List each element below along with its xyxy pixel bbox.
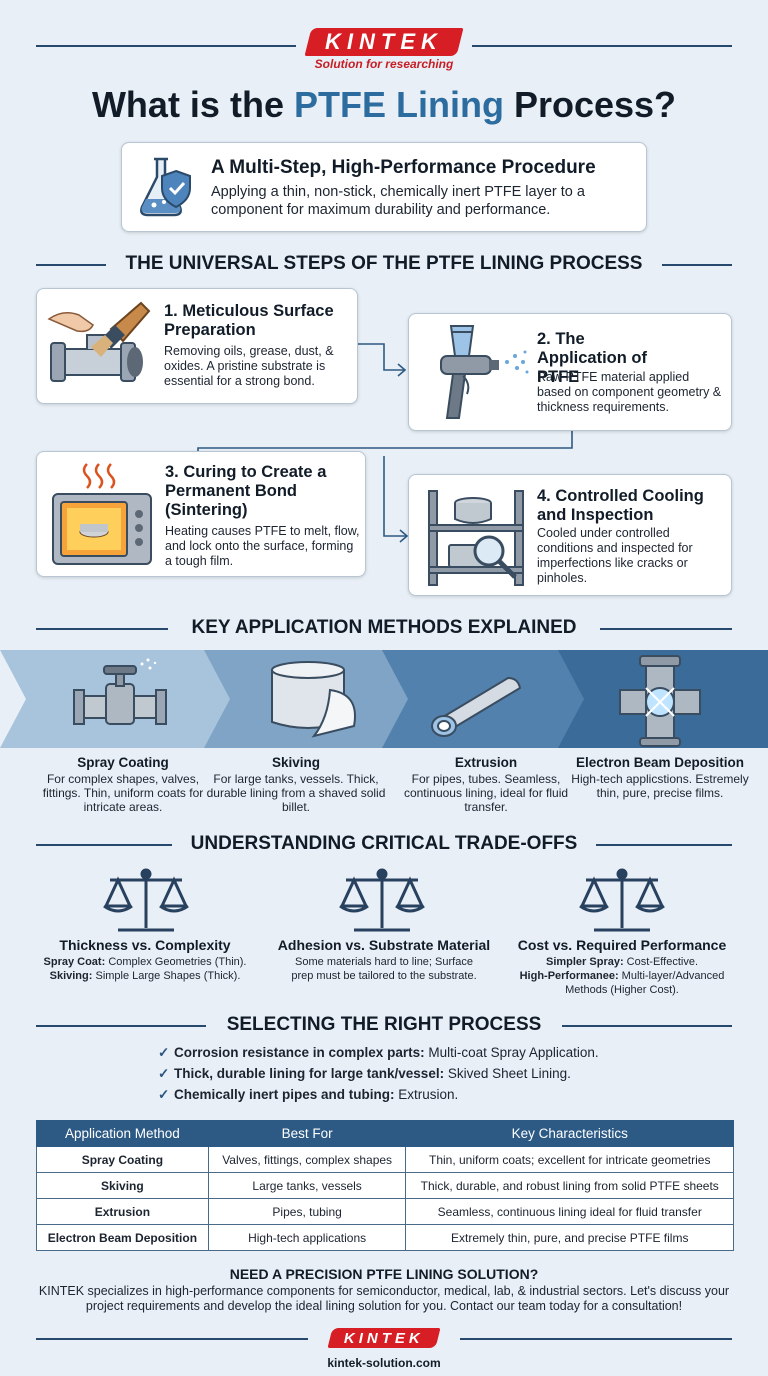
balance-scale-icon-1	[103, 868, 189, 932]
comparison-table: Application Method Best For Key Characte…	[36, 1120, 734, 1251]
selecting-rule-left	[36, 1025, 206, 1027]
check-icon: ✓	[158, 1045, 170, 1060]
tradeoff-cost: Cost vs. Required Performance Simpler Sp…	[494, 937, 750, 997]
tube-icon	[431, 676, 522, 737]
skived-sheet-icon	[271, 661, 356, 738]
tradeoff-1-title: Thickness vs. Complexity	[59, 937, 231, 953]
header-rule-right	[472, 45, 732, 47]
methods-rule-right	[600, 628, 732, 630]
step-3-title: 3. Curing to Create a Permanent Bond (Si…	[165, 463, 327, 519]
check-icon: ✓	[158, 1066, 170, 1081]
step-1-title: 1. Meticulous Surface Preparation	[164, 302, 334, 339]
check-item-1: ✓Corrosion resistance in complex parts: …	[158, 1045, 599, 1060]
method-spray-coating: Spray Coating For complex shapes, valves…	[28, 755, 218, 814]
method-extrusion: Extrusion For pipes, tubes. Seamless, co…	[391, 755, 581, 814]
selecting-rule-right	[562, 1025, 732, 1027]
step-2-text: Raw PTFE material applied based on compo…	[537, 370, 722, 414]
cta-heading: NEED A PRECISION PTFE LINING SOLUTION?	[229, 1266, 539, 1282]
check-item-2: ✓Thick, durable lining for large tank/ve…	[158, 1066, 571, 1081]
step-1-text: Removing oils, grease, dust, & oxides. A…	[164, 344, 334, 388]
steps-rule-right	[662, 264, 732, 266]
tradeoff-2-title: Adhesion vs. Substrate Material	[277, 937, 491, 953]
method-4-text: High-tech applicstions. Estremely thin, …	[571, 772, 749, 800]
methods-rule-left	[36, 628, 168, 630]
table-header-cell: Best For	[207, 1120, 407, 1147]
table-row: Electron Beam Deposition High-tech appli…	[36, 1224, 734, 1251]
method-4-title: Electron Beam Deposition	[575, 755, 745, 770]
step-card-3: 3. Curing to Create a Permanent Bond (Si…	[36, 451, 366, 577]
table-header-cell: Application Method	[36, 1120, 209, 1147]
selecting-heading: SELECTING THE RIGHT PROCESS	[226, 1014, 542, 1035]
check-item-3: ✓Chemically inert pipes and tubing: Extr…	[158, 1087, 459, 1102]
step-3-text: Heating causes PTFE to melt, flow, and l…	[165, 524, 360, 568]
table-row: Skiving Large tanks, vessels Thick, dura…	[36, 1172, 734, 1199]
methods-heading: KEY APPLICATION METHODS EXPLAINED	[191, 617, 577, 638]
footer-brand-logo: KINTEK	[327, 1328, 441, 1348]
brand-tagline: Solution for researching	[314, 57, 454, 71]
steps-heading: THE UNIVERSAL STEPS OF THE PTFE LINING P…	[125, 253, 643, 274]
step-4-title: 4. Controlled Cooling and Inspection	[537, 487, 704, 524]
method-1-title: Spray Coating	[77, 755, 169, 770]
spray-gun-icon	[440, 325, 529, 419]
inspection-rack-icon	[428, 490, 524, 586]
tradeoffs-heading: UNDERSTANDING CRITICAL TRADE-OFFS	[190, 833, 578, 854]
intro-heading: A Multi-Step, High-Performance Procedure	[211, 157, 596, 178]
table-header-cell: Key Characteristics	[405, 1120, 734, 1147]
footer-rule-right	[460, 1338, 732, 1340]
flask-shield-icon	[140, 157, 191, 217]
page-title: What is the PTFE Lining Process?	[91, 84, 677, 125]
tradeoff-3-title: Cost vs. Required Performance	[517, 937, 727, 953]
method-3-text: For pipes, tubes. Seamless, continuous l…	[403, 772, 569, 814]
header-rule-left	[36, 45, 296, 47]
tradeoff-thickness: Thickness vs. Complexity Spray Coat: Com…	[17, 937, 273, 983]
valve-icon	[73, 665, 167, 725]
method-1-text: For complex shapes, valves, fittings. Th…	[42, 772, 204, 814]
cta-text: KINTEK specializes in high-performance c…	[38, 1284, 730, 1313]
table-row: Extrusion Pipes, tubing Seamless, contin…	[36, 1198, 734, 1225]
step-card-4: 4. Controlled Cooling and Inspection Coo…	[408, 474, 732, 596]
brush-pipe-icon	[47, 301, 151, 382]
check-icon: ✓	[158, 1087, 170, 1102]
steps-rule-left	[36, 264, 106, 266]
intro-text: Applying a thin, non-stick, chemically i…	[211, 184, 585, 218]
balance-scale-icon-2	[339, 868, 425, 932]
method-2-text: For large tanks, vessels. Thick, durable…	[206, 772, 386, 814]
balance-scales	[103, 868, 665, 932]
method-2-title: Skiving	[271, 755, 320, 770]
table-row: Spray Coating Valves, fittings, complex …	[36, 1146, 734, 1173]
methods-chevron-band	[0, 650, 768, 748]
method-electron-beam: Electron Beam Deposition High-tech appli…	[565, 755, 755, 800]
tradeoff-adhesion: Adhesion vs. Substrate Material Some mat…	[256, 937, 512, 983]
tradeoffs-rule-right	[596, 844, 732, 846]
brand-logo: KINTEK	[304, 28, 464, 56]
table-header-row: Application Method Best For Key Characte…	[36, 1120, 734, 1147]
intro-box: A Multi-Step, High-Performance Procedure…	[121, 142, 647, 232]
footer-rule-left	[36, 1338, 308, 1340]
tradeoffs-rule-left	[36, 844, 172, 846]
step-card-1: 1. Meticulous Surface Preparation Removi…	[36, 288, 358, 404]
website-link[interactable]: kintek-solution.com	[327, 1356, 441, 1370]
method-3-title: Extrusion	[454, 755, 518, 770]
step-2-title: 2. The Application of PTFE	[537, 330, 647, 386]
balance-scale-icon-3	[579, 868, 665, 932]
step-4-text: Cooled under controlled conditions and i…	[537, 526, 693, 585]
method-skiving: Skiving For large tanks, vessels. Thick,…	[201, 755, 391, 814]
step-card-2: 2. The Application of PTFE Raw PTFE mate…	[408, 313, 732, 431]
oven-icon	[52, 463, 152, 565]
